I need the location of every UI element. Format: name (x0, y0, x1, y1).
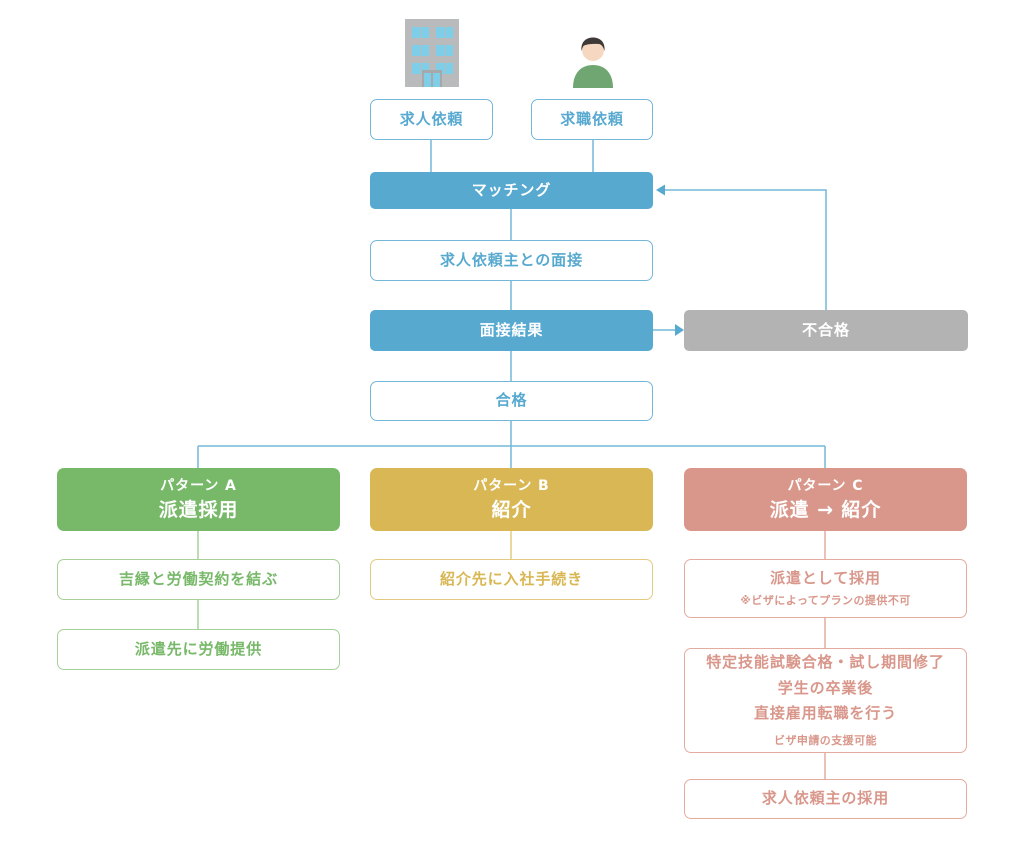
node-interview-result: 面接結果 (370, 310, 653, 351)
pattern-b-label: パターン B (473, 477, 550, 494)
arrowhead-left-icon (656, 184, 665, 196)
node-interview: 求人依頼主との面接 (370, 240, 653, 281)
pattern-c-label: パターン C (787, 477, 864, 494)
pattern-a-header: パターン A 派遣採用 (57, 468, 340, 531)
node-pass: 合格 (370, 381, 653, 421)
node-job-request-label: 求人依頼 (399, 109, 464, 128)
pattern-c-step-2-line-3: 直接雇用転職を行う (753, 704, 898, 723)
pattern-c-step-3: 求人依頼主の採用 (684, 779, 967, 819)
building-icon (405, 19, 459, 91)
node-fail-label: 不合格 (802, 320, 850, 339)
pattern-a-step-1: 吉縁と労働契約を結ぶ (57, 559, 340, 600)
node-pass-label: 合格 (495, 391, 528, 410)
pattern-a-title: 派遣採用 (158, 498, 239, 521)
node-matching: マッチング (370, 172, 653, 209)
node-matching-label: マッチング (471, 180, 552, 199)
person-icon (565, 30, 621, 92)
pattern-c-step-2-line-2: 学生の卒業後 (777, 678, 874, 697)
pattern-c-title: 派遣 → 紹介 (769, 498, 882, 521)
pattern-c-step-1: 派遣として採用 ※ビザによってプランの提供不可 (684, 559, 967, 618)
pattern-a-step-1-label: 吉縁と労働契約を結ぶ (118, 569, 278, 588)
pattern-c-step-1-note: ※ビザによってプランの提供不可 (740, 593, 911, 607)
node-fail: 不合格 (684, 310, 968, 351)
pattern-b-step-1: 紹介先に入社手続き (370, 559, 653, 600)
pattern-c-step-2-note: ビザ申請の支援可能 (774, 733, 877, 747)
pattern-b-title: 紹介 (491, 498, 532, 521)
node-interview-label: 求人依頼主との面接 (440, 250, 583, 269)
pattern-a-step-2: 派遣先に労働提供 (57, 629, 340, 670)
pattern-c-header: パターン C 派遣 → 紹介 (684, 468, 967, 531)
pattern-a-step-2-label: 派遣先に労働提供 (134, 639, 263, 658)
pattern-a-label: パターン A (160, 477, 237, 494)
pattern-c-step-2-line-1: 特定技能試験合格・試し期間修了 (706, 653, 945, 672)
pattern-b-step-1-label: 紹介先に入社手続き (439, 569, 584, 588)
pattern-c-step-2: 特定技能試験合格・試し期間修了 学生の卒業後 直接雇用転職を行う ビザ申請の支援… (684, 648, 967, 753)
node-interview-result-label: 面接結果 (479, 320, 544, 339)
pattern-b-header: パターン B 紹介 (370, 468, 653, 531)
pattern-c-step-1-label: 派遣として採用 (770, 569, 881, 588)
node-jobseek-request-label: 求職依頼 (560, 109, 624, 128)
arrowhead-right-icon (675, 324, 684, 336)
node-jobseek-request: 求職依頼 (531, 99, 653, 140)
node-job-request: 求人依頼 (370, 99, 493, 140)
pattern-c-step-3-label: 求人依頼主の採用 (761, 789, 890, 808)
